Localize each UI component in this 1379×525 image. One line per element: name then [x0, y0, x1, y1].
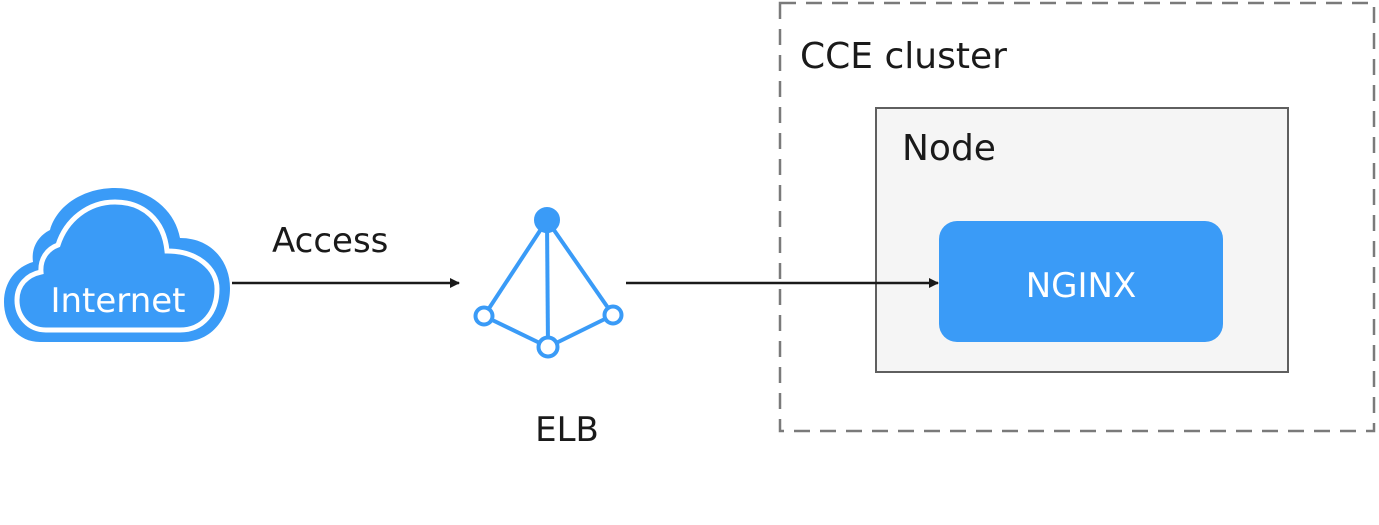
- cloud-icon: [4, 188, 230, 342]
- cce-cluster-boundary: [778, 1, 1376, 433]
- node-label: Node: [902, 128, 996, 169]
- cce-cluster-label: CCE cluster: [800, 36, 1007, 77]
- elb-label: ELB: [535, 410, 599, 450]
- internet-label: Internet: [50, 281, 185, 321]
- access-label: Access: [272, 221, 388, 261]
- nginx-label: NGINX: [1026, 266, 1137, 306]
- nginx-box: [939, 221, 1223, 342]
- load-balancer-icon: [473, 207, 624, 359]
